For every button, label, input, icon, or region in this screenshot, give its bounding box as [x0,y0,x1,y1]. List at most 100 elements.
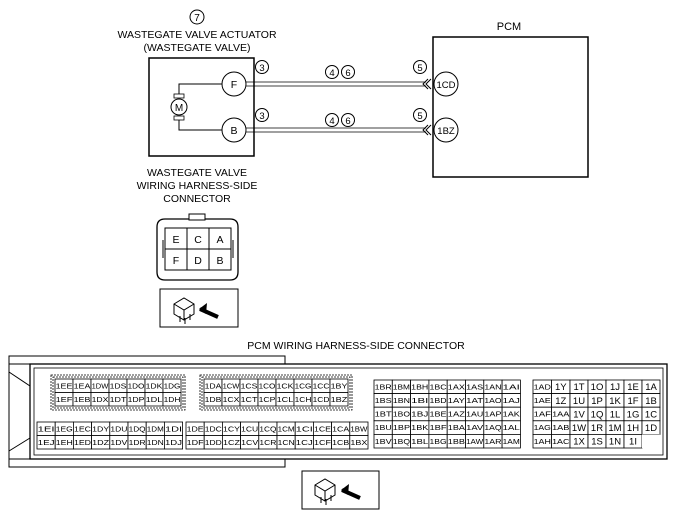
pcm-terminal-1bz [433,117,459,143]
pcm-pin-label: 1AY [448,396,465,405]
pcm-title: PCM [497,21,521,33]
pcm-pin-label: 1AD [534,382,551,391]
wgv-pin-b: B [216,255,223,267]
pcm-pin-label: 1DZ [92,438,110,447]
pcm-pin-label: 1DV [110,438,127,447]
pcm-pin-label: 1CD [313,395,330,404]
pcm-pin-label: 1H [627,423,639,434]
pcm-pin-label: 1DC [205,424,222,433]
pcm-pin-label: 1CB [332,438,349,447]
callout-bottom-actuator: 3 [259,111,264,122]
pcm-pin-label: 1CW [223,381,240,390]
pcm-pin-label: 1CG [295,381,312,390]
actuator-terminal-b [221,117,247,143]
pcm-pin-label: 1W [572,423,586,434]
wgv-connector-face [156,213,239,281]
pcm-pin-label: 1AN [484,382,501,391]
pcm-pin-label: 1AS [466,382,483,391]
pcm-harness-view-icon [301,470,380,510]
pcm-pin-label: 1BV [375,437,392,446]
pcm-pin-label: 1DH [164,395,181,404]
pcm-pin-label: 1DW [92,381,109,390]
pcm-pin-label: 1G [627,409,640,420]
actuator-terminal-f-label: F [231,79,237,91]
pcm-pin-label: 1CF [314,438,332,447]
pcm-pin-label: 1EJ [38,438,56,447]
pcm-pin-label: 1CS [241,381,258,390]
pcm-pin-cell [329,392,349,407]
pcm-pin-label: 1EB [74,395,91,404]
pcm-pin-label: 1R [591,423,603,434]
actuator-title-line2: (WASTEGATE VALVE) [144,42,251,54]
callout-top-mid-b: 6 [345,68,350,79]
actuator-number: 7 [194,13,200,24]
pcm-pin-label: 1K [609,396,621,407]
pcm-pin-label: 1BJ [411,410,429,419]
wgv-pin-a: A [216,234,223,246]
wgv-connector-title-line2: WIRING HARNESS-SIDE [137,180,258,192]
pcm-terminal-1cd-label: 1CD [436,80,455,91]
pcm-pin-label: 1I [629,437,637,448]
pcm-pin-label: 1AP [484,410,501,419]
pcm-pin-label: 1BP [393,423,410,432]
pcm-pin-label: 1EG [56,424,73,433]
pcm-pin-label: 1DE [187,424,204,433]
pcm-connector-title: PCM WIRING HARNESS-SIDE CONNECTOR [247,340,465,352]
pcm-pin-label: 1CK [277,381,294,390]
pcm-pin-label: 1B [645,396,657,407]
callout-top-pcm: 5 [417,63,422,74]
pcm-terminal-1cd [433,71,459,97]
pcm-pin-label: 1AM [503,437,520,446]
pcm-terminal-1bz-label: 1BZ [437,126,455,137]
motor-label: M [175,103,183,114]
pcm-pin-label: 1CJ [296,438,314,447]
pcm-pin-label: 1AC [552,437,569,446]
pcm-pin-label: 1X [573,437,585,448]
actuator-number-callout: 7 [189,9,205,25]
pcm-pin-label: 1BS [375,396,392,405]
motor-symbol: M [170,93,188,121]
pcm-pin-label: 1BY [331,381,348,390]
wgv-connector-title-line3: CONNECTOR [163,193,231,205]
pcm-pin-cell [501,433,521,449]
pcm-pin-label: 1BU [375,423,392,432]
pcm-pin-label: 1DX [92,395,109,404]
pcm-box [432,36,589,178]
wgv-connector-title-line1: WASTEGATE VALVE [147,167,247,179]
pcm-pin-cell [162,392,182,407]
pcm-pin-label: 1AZ [448,410,466,419]
pcm-pin-label: 1AT [466,396,484,405]
pcm-pin-label: 1J [610,382,620,393]
pcm-pin-label: 1CT [241,395,259,404]
pcm-pin-label: 1Z [555,396,566,407]
pcm-pin-label: 1BW [350,424,367,433]
pcm-pin-label: 1AV [466,423,483,432]
pcm-pin-label: 1BZ [331,395,349,404]
pcm-pin-label: 1EC [74,424,91,433]
pcm-pin-label: 1N [609,437,621,448]
pcm-pin-label: 1DG [164,381,181,390]
wire-top [246,81,426,87]
pcm-pin-label: 1AG [534,423,552,432]
pcm-pin-label: 1BB [448,437,465,446]
actuator-title-line1: WASTEGATE VALVE ACTUATOR [117,29,277,41]
pcm-pin-label: 1BC [430,382,447,391]
pcm-pin-label: 1BH [411,382,428,391]
pcm-pin-label: 1CO [259,381,276,390]
pcm-pin-label: 1DU [110,424,127,433]
pcm-pin-label: 1CY [223,424,240,433]
callout-bottom-pcm: 5 [417,111,422,122]
pcm-pin-label: 1DA [205,381,222,390]
pcm-pin-label: 1CM [278,424,295,433]
pcm-pin-label: 1AF [534,410,552,419]
pcm-pin-label: 1BN [393,396,410,405]
pcm-pin-label: 1AH [534,437,551,446]
pcm-pin-label: 1BO [393,410,411,419]
pcm-pin-label: 1AU [466,410,483,419]
actuator-box [148,57,255,157]
pcm-pin-label: 1AO [484,396,502,405]
pcm-pin-label: 1S [591,437,603,448]
pcm-pin-label: 1Q [591,409,604,420]
